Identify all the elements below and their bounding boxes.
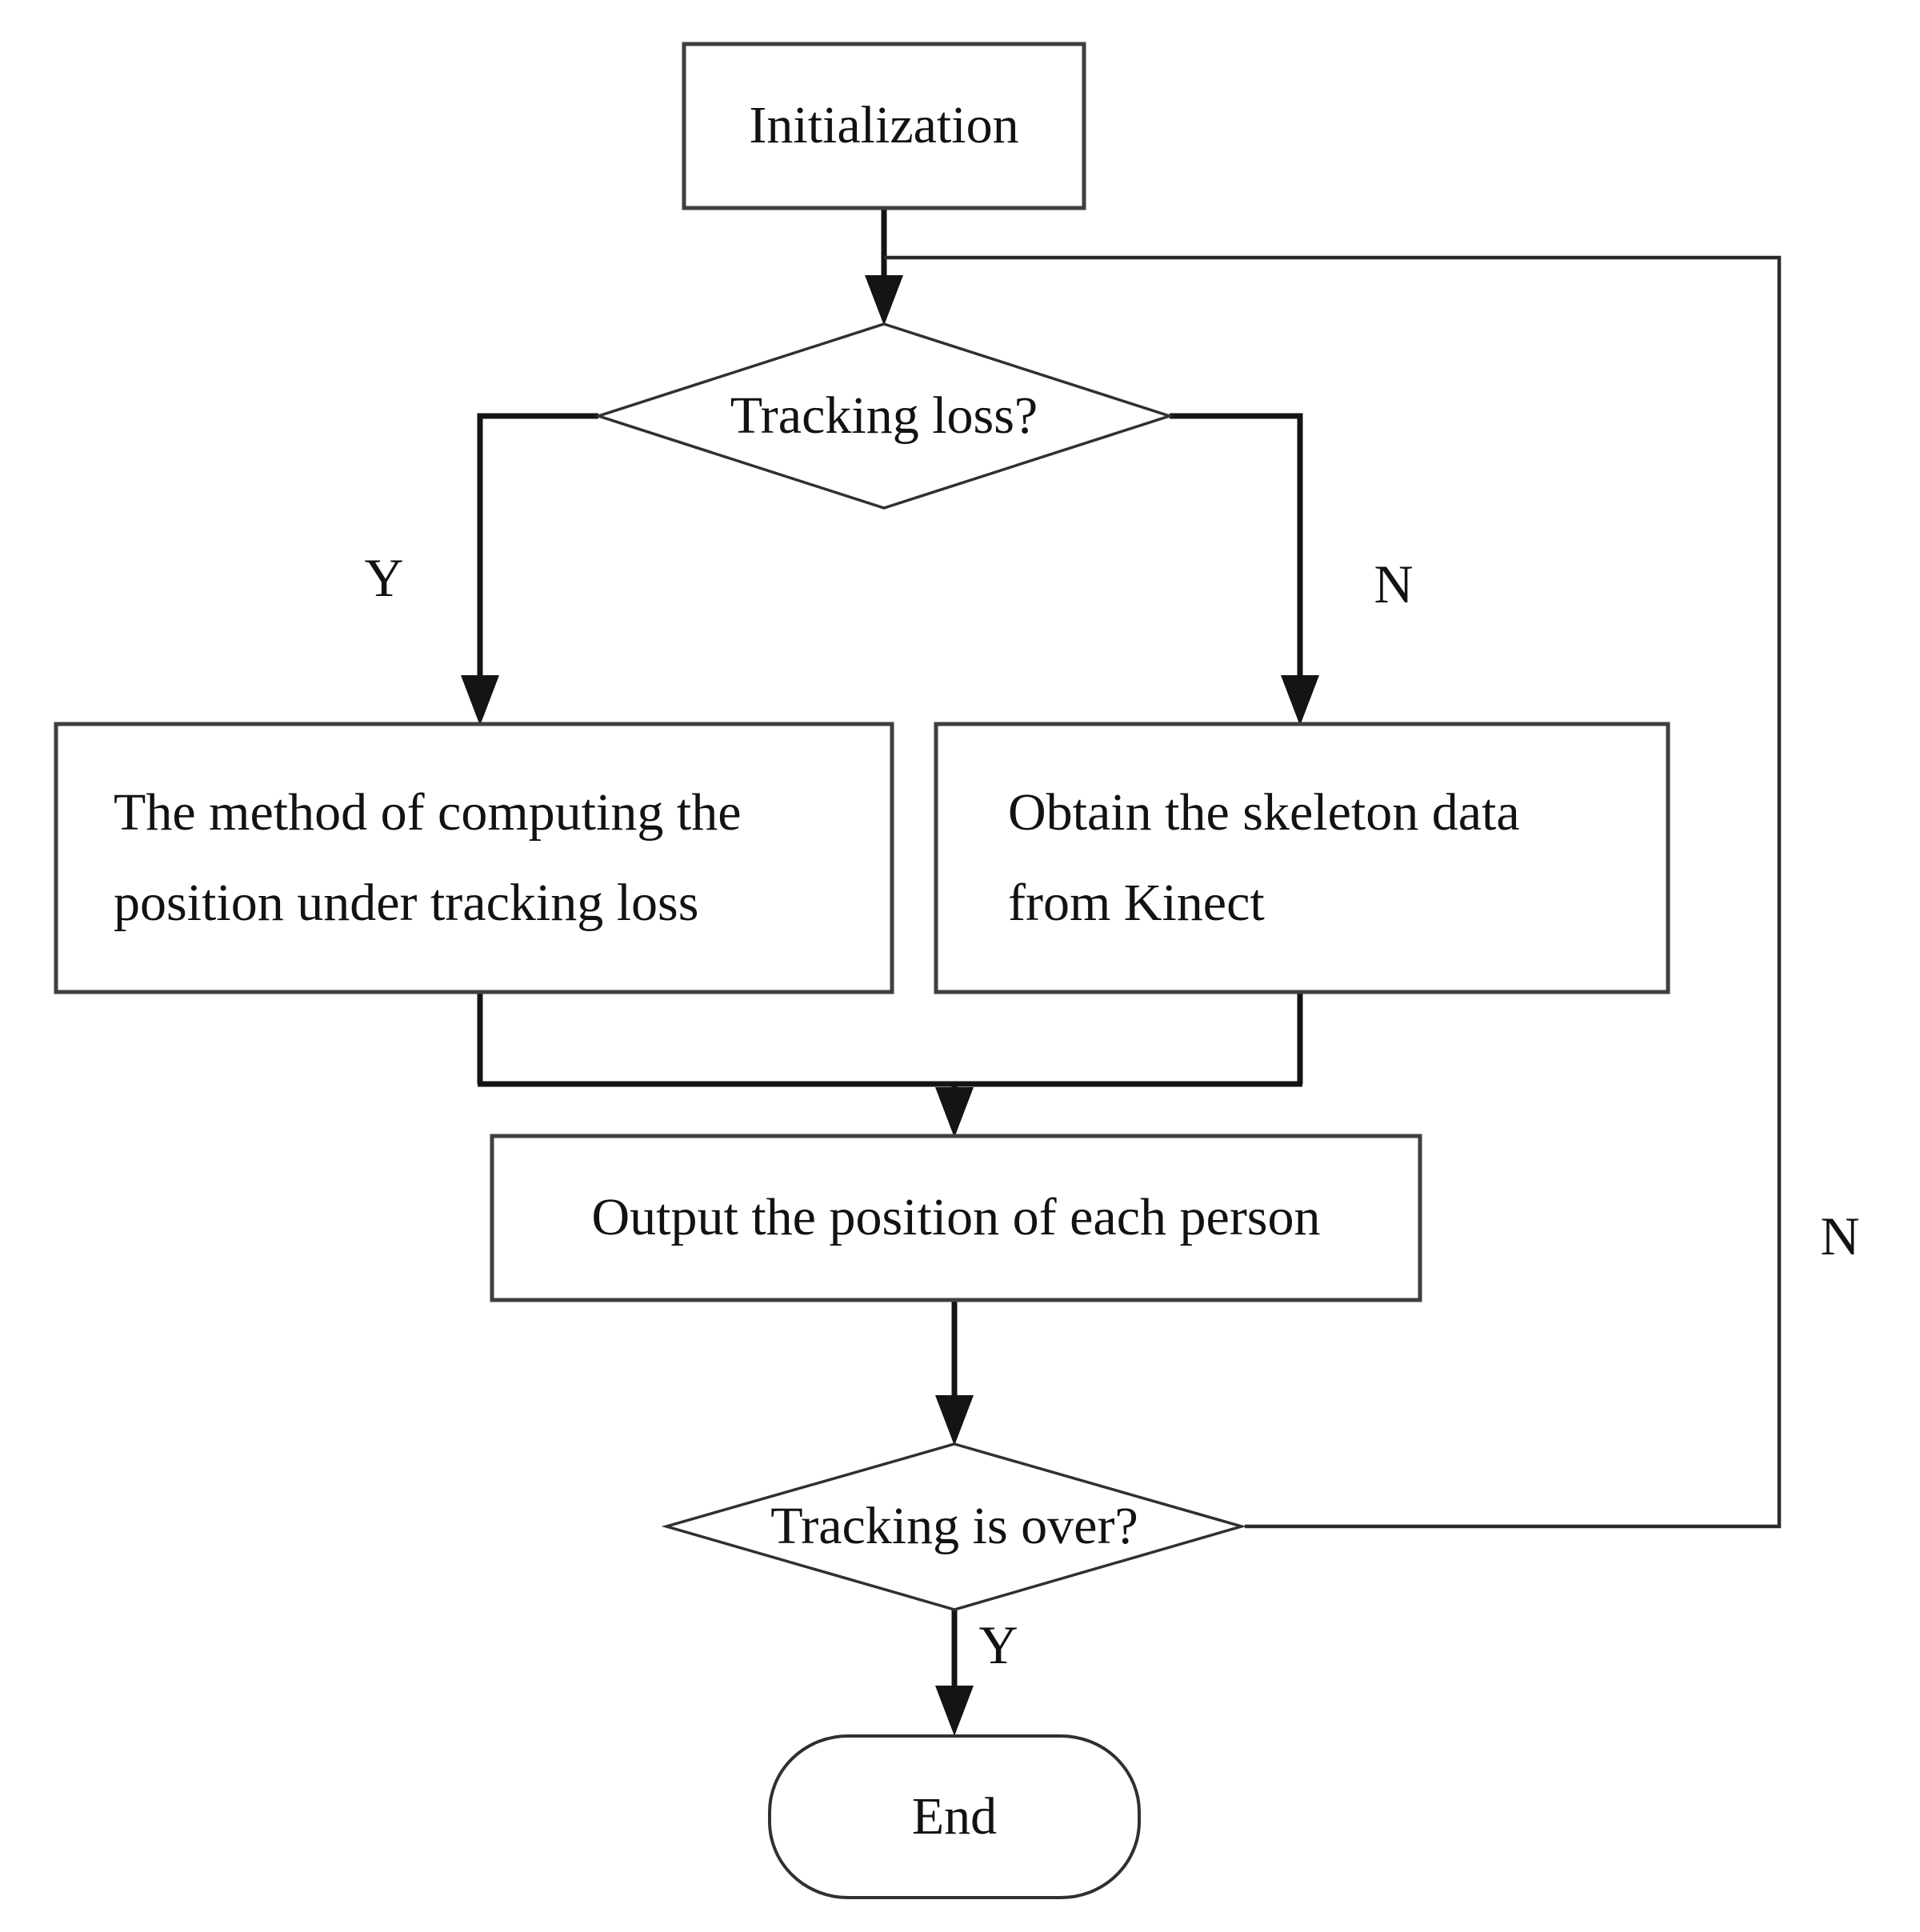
- label-tracking-loss-yes: Y: [364, 546, 404, 608]
- decision-tracking-loss: Tracking loss?: [730, 386, 1038, 445]
- edge-loop-tracking-over-no: [884, 255, 1782, 1529]
- edge-tracking-loss-no: [1170, 413, 1303, 680]
- label-tracking-over-no: N: [1820, 1205, 1860, 1266]
- arrowhead-into-compute: [461, 675, 499, 726]
- node-obtain-skeleton: Obtain the skeleton data from Kinect: [1008, 783, 1520, 932]
- node-compute-position: The method of computing the position und…: [114, 783, 742, 932]
- shape-obtain-skeleton-box: [934, 722, 1670, 994]
- shape-initialization-box: [682, 42, 1086, 210]
- decision-tracking-over: Tracking is over?: [770, 1496, 1138, 1555]
- shape-compute-position-box: [54, 722, 894, 994]
- arrowhead-into-output: [935, 1087, 974, 1138]
- arrowhead-into-tracking-over: [935, 1395, 974, 1446]
- edge-tracking-loss-yes: [477, 413, 598, 680]
- label-tracking-over-yes: Y: [978, 1614, 1018, 1675]
- label-tracking-loss-no: N: [1374, 553, 1414, 614]
- shape-tracking-over-diamond: [661, 1442, 1247, 1611]
- node-output-position: Output the position of each person: [591, 1188, 1321, 1247]
- shape-end-terminator: [768, 1734, 1141, 1899]
- shape-tracking-loss-diamond: [594, 322, 1174, 510]
- node-initialization: Initialization: [749, 96, 1019, 155]
- arrowhead-into-obtain: [1281, 675, 1319, 726]
- shape-output-position-box: [490, 1134, 1422, 1302]
- arrowhead-into-end: [935, 1686, 974, 1736]
- node-end: End: [911, 1786, 998, 1846]
- arrowhead-into-tracking-loss: [865, 275, 903, 326]
